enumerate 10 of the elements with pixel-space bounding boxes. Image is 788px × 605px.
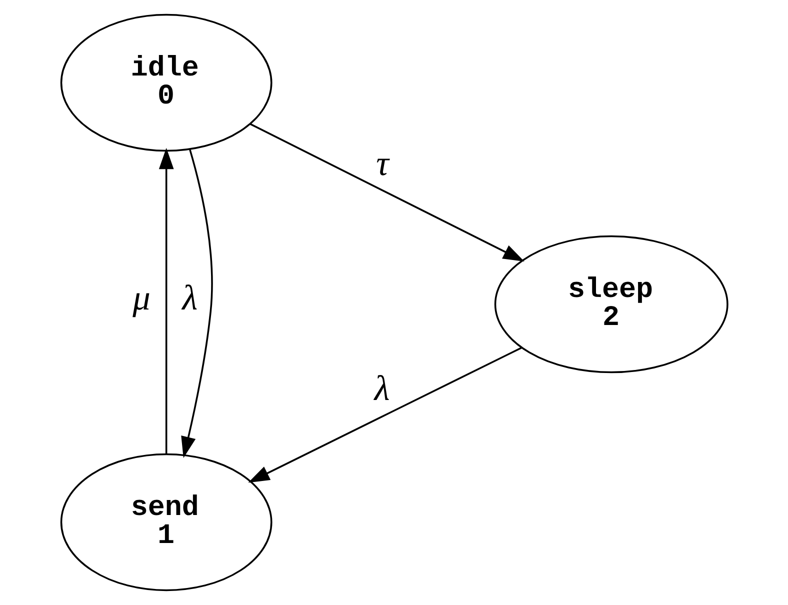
- edge-label: λ: [182, 278, 198, 318]
- edge-label: τ: [376, 142, 388, 183]
- arrow: [249, 123, 524, 262]
- node-ellipse: sleep 2: [494, 235, 728, 374]
- arrow: [158, 148, 174, 455]
- node-ellipse: idle 0: [60, 14, 272, 152]
- edge-label: λ: [374, 368, 390, 408]
- arrow: [248, 347, 522, 483]
- edge-label: μ: [132, 278, 150, 318]
- arrow: [180, 148, 212, 458]
